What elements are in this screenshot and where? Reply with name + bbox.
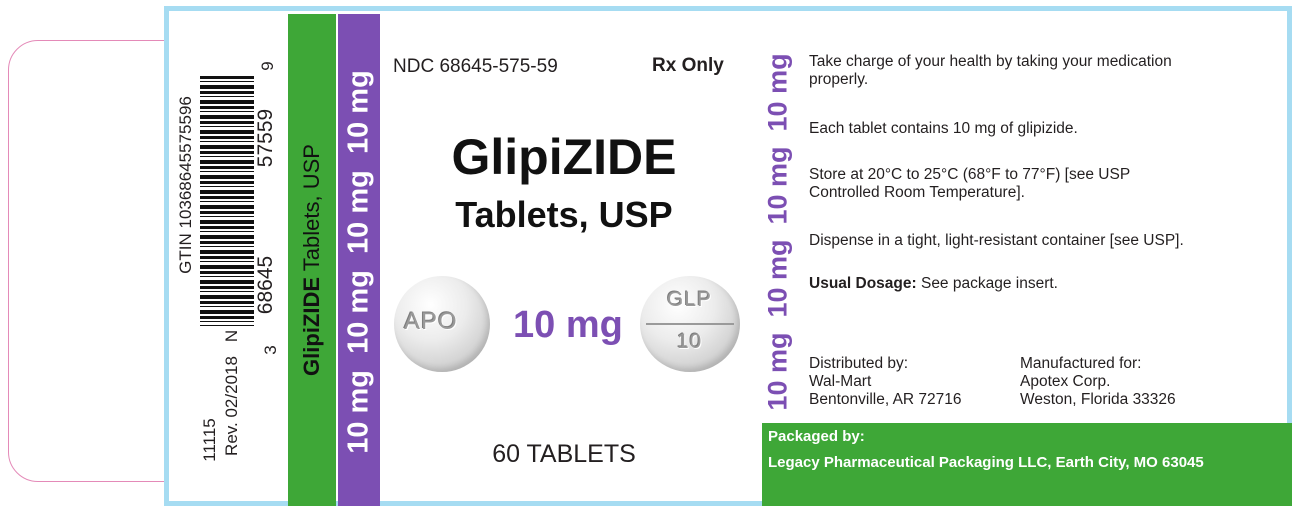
pill-apo-imprint: APO xyxy=(404,308,458,335)
info-storage-line: Store at 20°C to 25°C (68°F to 77°F) [se… xyxy=(809,166,1131,183)
green-strip-drug-name: GlipiZIDE Tablets, USP xyxy=(299,144,325,376)
distributor-name: Wal-Mart xyxy=(809,373,872,390)
revision-date: Rev. 02/2018 xyxy=(222,356,241,456)
pill-image-glp: GLP 10 xyxy=(640,276,740,372)
tablet-count: 60 TABLETS xyxy=(492,440,636,468)
drug-form-title: Tablets, USP xyxy=(455,194,673,235)
green-name-strip xyxy=(288,14,336,506)
barcode-check-digit: 9 xyxy=(258,61,277,71)
pill-image-apo: APO xyxy=(394,276,490,372)
barcode-digits-right: 57559 xyxy=(254,108,277,168)
pill-score-line xyxy=(646,323,734,325)
info-dosage-line: Usual Dosage: See package insert. xyxy=(809,275,1058,292)
manufacturer-label: Manufactured for: xyxy=(1020,355,1142,372)
barcode-digit-left: 3 xyxy=(261,345,280,355)
packager-text: Legacy Pharmaceutical Packaging LLC, Ear… xyxy=(768,454,1204,471)
pill-glp-imprint-bottom: 10 xyxy=(677,330,703,353)
distributor-city: Bentonville, AR 72716 xyxy=(809,391,962,408)
manufacturer-name: Apotex Corp. xyxy=(1020,373,1111,390)
info-storage-line-2: Controlled Room Temperature]. xyxy=(809,184,1025,201)
info-dispense-line: Dispense in a tight, light-resistant con… xyxy=(809,232,1184,249)
packager-label: Packaged by: xyxy=(768,428,865,445)
dosage-text: See package insert. xyxy=(916,275,1058,292)
green-strip-name-rest: Tablets, USP xyxy=(299,144,324,277)
green-strip-name-bold: GlipiZIDE xyxy=(299,276,324,376)
info-health-line-2: properly. xyxy=(809,71,869,88)
purple-strip-strength-text: 10 mg 10 mg 10 mg 10 mg xyxy=(342,70,375,454)
drug-name-title: GlipiZIDE xyxy=(451,129,677,185)
purple-strength-strip xyxy=(338,14,380,506)
gtin-number: 10368645575596 xyxy=(176,96,195,229)
barcode-digits-center: 68645 xyxy=(254,255,277,315)
side-strength-text: 10 mg 10 mg 10 mg 10 mg xyxy=(762,53,793,411)
center-strength: 10 mg xyxy=(513,304,623,346)
rx-only: Rx Only xyxy=(652,55,724,76)
pill-glp-imprint-top: GLP xyxy=(667,288,713,311)
info-health-line: Take charge of your health by taking you… xyxy=(809,53,1172,70)
dosage-label: Usual Dosage: xyxy=(809,275,917,292)
gtin-text: GTIN 10368645575596 xyxy=(176,96,196,274)
manufacturer-city: Weston, Florida 33326 xyxy=(1020,391,1176,408)
item-code: 11115 xyxy=(200,418,219,462)
gtin-label: GTIN xyxy=(176,233,195,274)
barcode-n-label: N xyxy=(222,329,241,343)
distributor-label: Distributed by: xyxy=(809,355,909,372)
ndc-number: NDC 68645-575-59 xyxy=(393,56,558,77)
barcode xyxy=(200,76,254,326)
packager-band xyxy=(762,423,1292,506)
info-contents-line: Each tablet contains 10 mg of glipizide. xyxy=(809,120,1078,137)
